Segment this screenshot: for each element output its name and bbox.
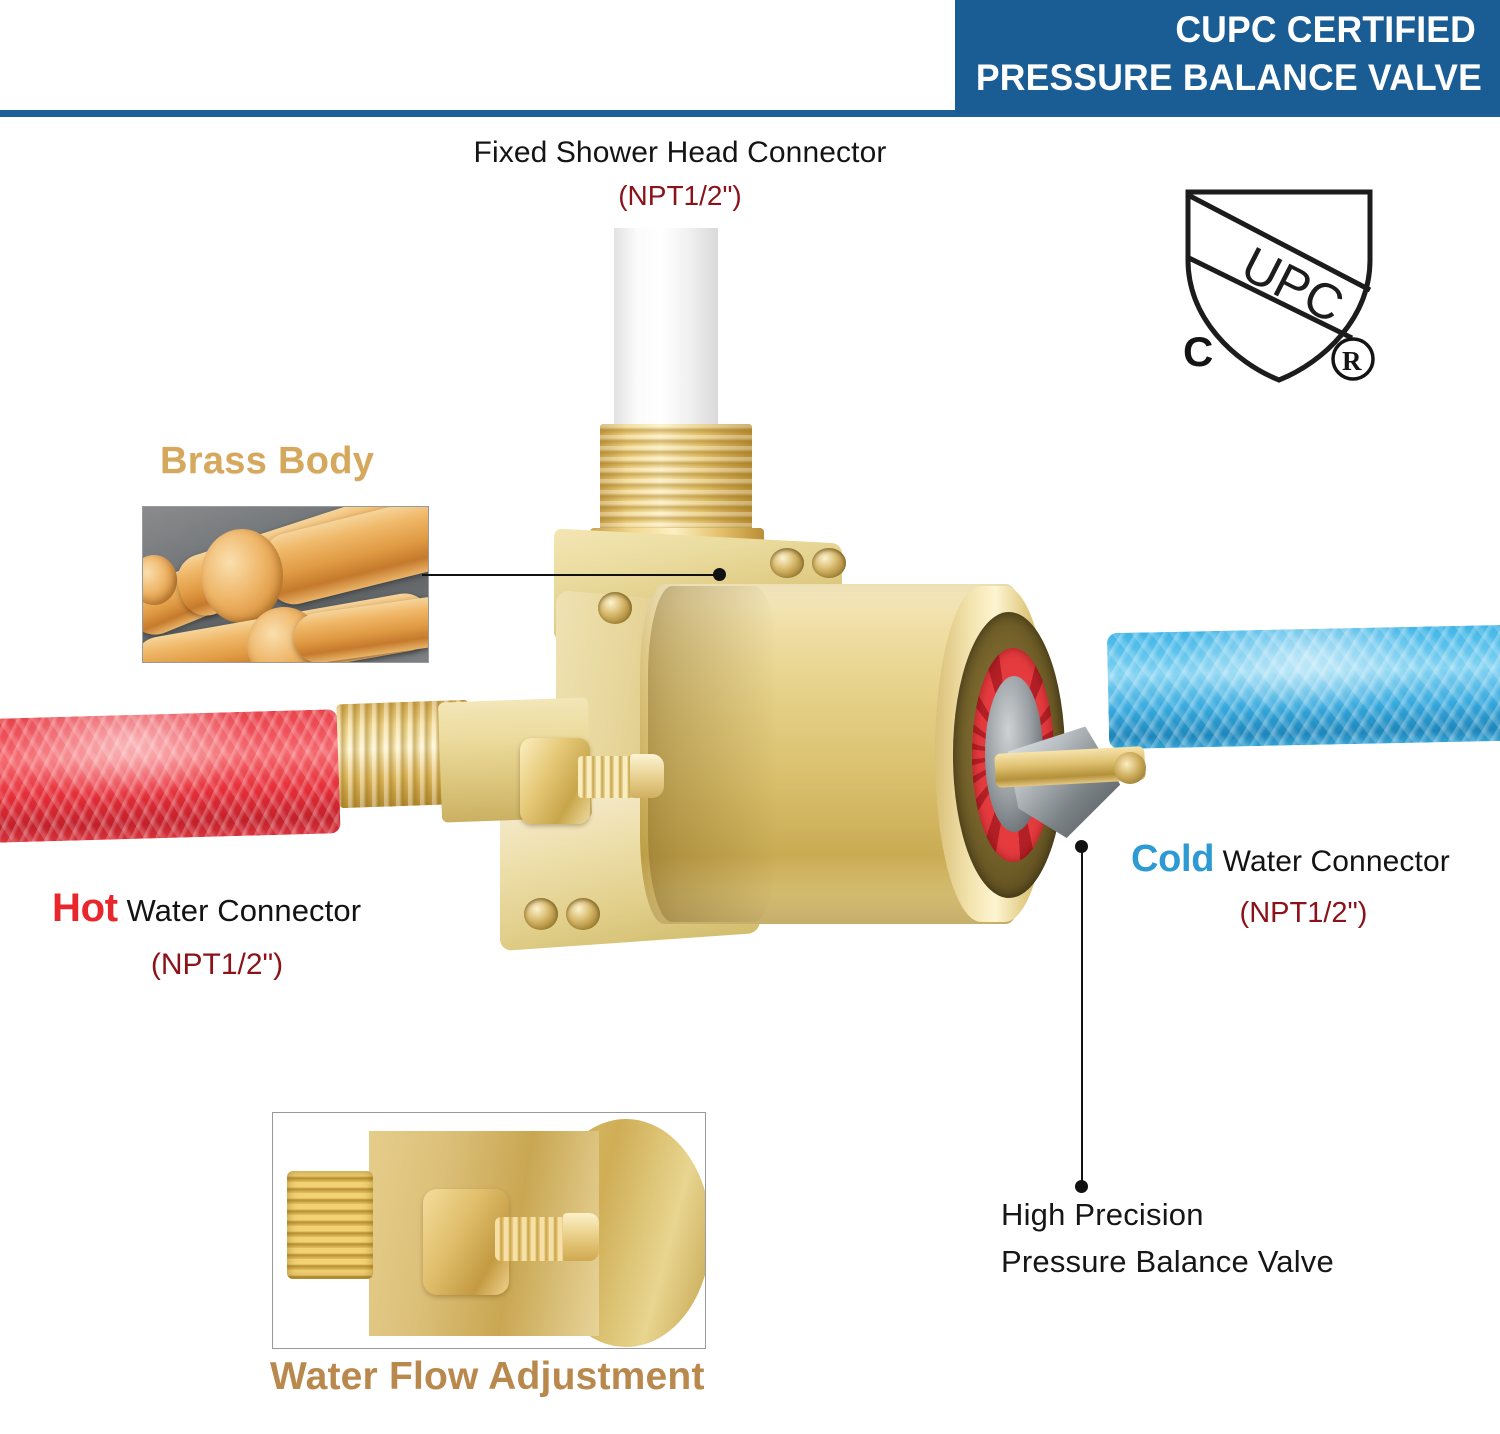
pressure-valve-line-1: High Precision (1001, 1197, 1204, 1232)
shower-outlet-pipe (614, 228, 718, 428)
mounting-screw-hole (598, 592, 632, 624)
mounting-screw-hole (812, 548, 846, 578)
svg-text:R: R (1342, 346, 1362, 376)
hot-water-rest: Water Connector (117, 893, 362, 928)
flow-adjust-tip (630, 754, 664, 798)
brass-body-title: Brass Body (160, 440, 375, 482)
water-flow-photo (272, 1112, 706, 1349)
brass-body-photo (142, 506, 429, 663)
hot-water-callout: Hot Water Connector (NPT1/2") (52, 885, 432, 986)
mounting-screw-hole (566, 898, 600, 930)
shower-head-connector-title: Fixed Shower Head Connector (473, 136, 887, 169)
cold-water-callout: Cold Water Connector (NPT1/2") (1131, 836, 1500, 934)
mounting-screw-hole (770, 548, 804, 578)
pressure-valve-leader-dot-bottom (1075, 1180, 1088, 1193)
brass-rods-image (143, 507, 428, 662)
mounting-screw-hole (524, 898, 558, 930)
cartridge-brass-port (1114, 752, 1146, 784)
cupc-shield-icon: UPC (1174, 186, 1384, 386)
water-flow-image (273, 1113, 705, 1348)
hot-water-emphasis: Hot (52, 886, 118, 930)
banner-line-2: PRESSURE BALANCE VALVE (975, 57, 1483, 98)
registered-mark-icon: R (1330, 336, 1376, 389)
brass-body-leader-line (422, 574, 722, 576)
valve-barrel-shading (648, 586, 778, 922)
shower-head-connector-callout: Fixed Shower Head Connector (NPT1/2") (415, 133, 945, 215)
certification-banner: CUPC CERTIFIED PRESSURE BALANCE VALVE (955, 0, 1500, 114)
header-rule (0, 110, 1500, 117)
hot-water-spec: (NPT1/2") (150, 948, 284, 981)
brass-body-leader-dot (713, 568, 726, 581)
cold-water-rest: Water Connector (1214, 845, 1450, 878)
pressure-valve-leader-line (1081, 846, 1083, 1186)
cold-water-emphasis: Cold (1131, 838, 1215, 880)
pressure-valve-line-2: Pressure Balance Valve (1001, 1244, 1334, 1279)
pressure-valve-callout: High Precision Pressure Balance Valve (1001, 1191, 1334, 1285)
water-flow-title: Water Flow Adjustment (270, 1355, 705, 1398)
flow-adjust-stem (578, 756, 640, 798)
shower-outlet-thread (600, 424, 752, 534)
banner-line-1: CUPC CERTIFIED (1175, 9, 1476, 50)
cupc-prefix-letter: C (1183, 328, 1214, 375)
cold-water-spec: (NPT1/2") (1239, 897, 1368, 929)
shower-head-connector-spec: (NPT1/2") (618, 180, 742, 211)
